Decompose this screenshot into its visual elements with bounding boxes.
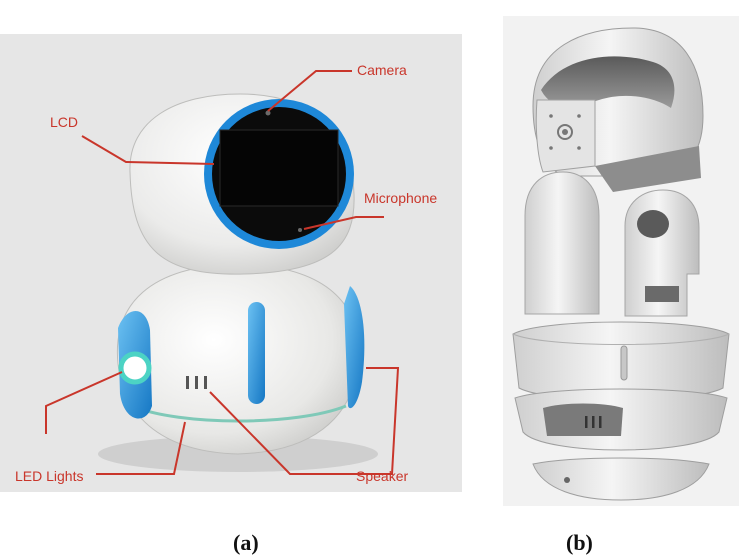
caption-b: (b) <box>566 530 593 555</box>
robot-assembled-panel: Camera LCD Microphone LED Lights Speaker <box>0 34 462 492</box>
callout-microphone: Microphone <box>364 190 438 206</box>
led-ring <box>118 351 152 385</box>
right-side-panel <box>344 286 365 409</box>
pivot-hole <box>557 124 573 140</box>
upper-ring-slot <box>620 345 628 381</box>
callout-lcd: LCD <box>50 114 79 130</box>
microphone-leader <box>303 216 384 230</box>
head-opening <box>541 56 675 108</box>
camera-leader <box>267 70 352 112</box>
led-leader-bottom <box>96 421 186 475</box>
callout-led-lights: LED Lights <box>15 468 84 484</box>
right-arm-port <box>637 210 669 238</box>
front-light-bar <box>248 302 265 404</box>
robot-base <box>116 263 360 455</box>
bottom-cap <box>532 457 710 501</box>
right-arm-slot <box>645 286 679 302</box>
robot-exploded-panel <box>503 16 739 506</box>
led-leader-left <box>45 371 123 434</box>
head-side-plate <box>535 99 596 173</box>
lcd-leader <box>81 135 215 165</box>
callout-speaker: Speaker <box>356 468 409 484</box>
lcd-screen <box>219 129 339 207</box>
lower-body-opening <box>543 403 623 436</box>
bottom-cap-hole <box>564 477 570 483</box>
speaker-leader-right <box>350 367 400 475</box>
robot-assembled-illustration <box>45 70 400 475</box>
microphone-hole <box>298 228 302 232</box>
left-support-arm <box>524 171 600 315</box>
callout-camera: Camera <box>357 62 407 78</box>
speaker-leader-left <box>209 391 350 475</box>
caption-a: (a) <box>233 530 259 555</box>
speaker-grille <box>186 376 207 389</box>
robot-exploded-illustration <box>512 27 730 501</box>
exploded-speaker-grille <box>585 416 602 428</box>
camera-lens <box>265 110 271 116</box>
head-bracket <box>595 146 701 192</box>
callout-lines <box>45 70 400 475</box>
